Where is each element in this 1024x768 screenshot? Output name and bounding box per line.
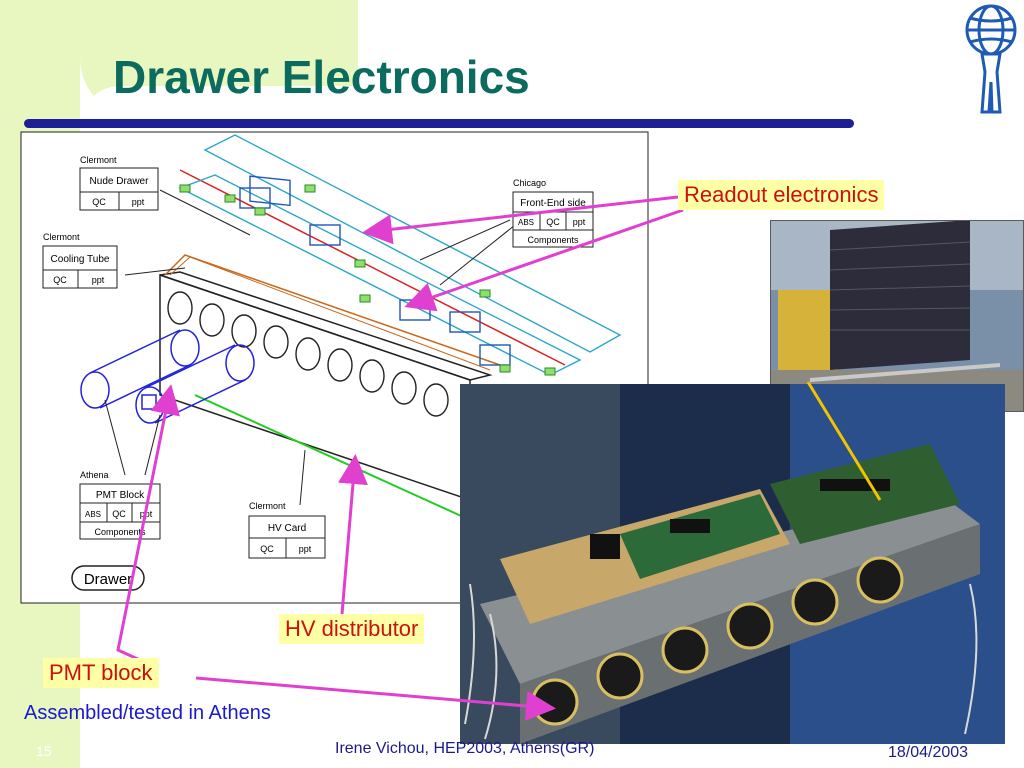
page-number: 15 xyxy=(36,743,52,759)
hv-card-site: Clermont xyxy=(249,501,286,511)
hv-card-qc: QC xyxy=(260,544,274,554)
nude-drawer-site: Clermont xyxy=(80,155,117,165)
pmt-block-callout: PMT block xyxy=(43,658,159,688)
pmt-block-abs: ABS xyxy=(85,510,101,519)
readout-electronics-callout: Readout electronics xyxy=(678,180,885,210)
nude-drawer-name: Nude Drawer xyxy=(90,176,150,187)
pmt-block-components: Components xyxy=(94,527,146,537)
front-end-table: Chicago Front-End side ABS QC ppt Compon… xyxy=(512,178,594,248)
pmt-block-qc: QC xyxy=(112,509,126,519)
nude-drawer-qc: QC xyxy=(92,197,106,207)
athens-caption: Assembled/tested in Athens xyxy=(24,702,271,724)
front-end-components: Components xyxy=(527,235,579,245)
cooling-tube-qc: QC xyxy=(53,275,67,285)
front-end-abs: ABS xyxy=(518,218,534,227)
front-end-ppt: ppt xyxy=(573,217,586,227)
hv-distributor-callout: HV distributor xyxy=(279,614,425,644)
slide-title: Drawer Electronics xyxy=(113,51,530,103)
front-end-name: Front-End side xyxy=(520,198,586,209)
hv-card-ppt: ppt xyxy=(299,544,312,554)
nude-drawer-ppt: ppt xyxy=(132,197,145,207)
footer-author: Irene Vichou, HEP2003, Athens(GR) xyxy=(335,740,595,757)
footer-date: 18/04/2003 xyxy=(888,744,969,761)
atlas-logo-icon xyxy=(965,4,1017,114)
drawer-label-text: Drawer xyxy=(84,571,132,588)
cooling-tube-name: Cooling Tube xyxy=(51,254,110,265)
front-end-site: Chicago xyxy=(513,178,546,188)
cooling-tube-table: Clermont Cooling Tube QC ppt xyxy=(42,232,118,289)
hv-card-name: HV Card xyxy=(268,523,306,534)
pmt-cylinders xyxy=(80,329,255,424)
photo-connector-line xyxy=(806,381,882,501)
title-underline-bar xyxy=(24,119,854,128)
pmt-block-name: PMT Block xyxy=(96,490,145,501)
cooling-tube-ppt: ppt xyxy=(92,275,105,285)
nude-drawer-table: Clermont Nude Drawer QC ppt xyxy=(79,155,159,211)
assembly-hall-photo xyxy=(770,220,1024,412)
drawer-label: Drawer xyxy=(71,565,145,591)
pmt-block-site: Athena xyxy=(80,470,109,480)
cooling-tube-site: Clermont xyxy=(43,232,80,242)
drawer-electronics-photo xyxy=(460,384,1005,744)
hv-card-table: Clermont HV Card QC ppt xyxy=(248,501,326,559)
front-end-qc: QC xyxy=(546,217,560,227)
